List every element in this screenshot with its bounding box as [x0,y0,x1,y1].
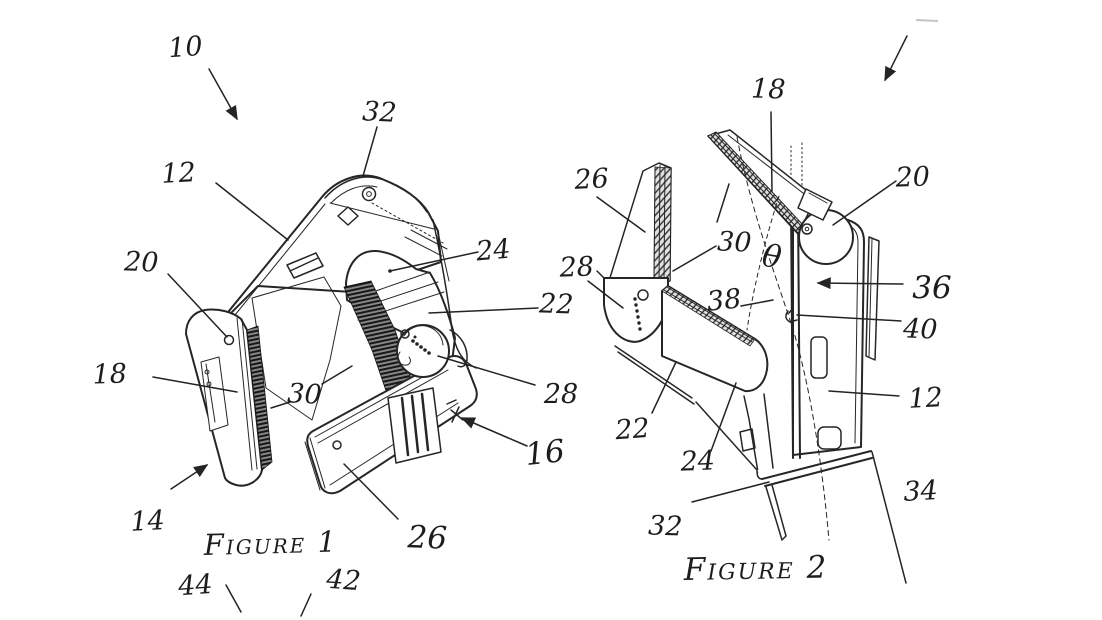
fig2-ref-label-32: 32 [648,510,683,542]
figure-1-drawing [152,68,539,617]
fig1-ref-label-30: 30 [286,378,322,411]
fig1-ref-label-28: 28 [543,379,578,410]
fig2-ref-label-18: 18 [751,73,786,105]
fig2-arm [707,129,817,235]
fig2-arrow-top-right [884,35,908,82]
fig1-ref-label-18: 18 [92,358,127,390]
fig2-centerlines [736,136,830,541]
figure-2-caption: Figure 2 [683,549,829,588]
fig2-blade-26 [608,162,672,282]
fig2-ref-label-28: 28 [558,251,594,283]
scan-speck [915,19,939,22]
fig1-ref-label-16: 16 [523,433,566,473]
fig1-left-finger [185,308,273,487]
fig1-arrow-16 [460,417,528,447]
figure-2-drawing [587,19,939,584]
fig2-blade-22 [614,285,774,471]
fig1-ref-label-20: 20 [123,246,159,278]
fig1-arrow-14 [170,464,209,490]
fig2-foot-bracket [756,450,907,584]
fig1-ref-label-22: 22 [538,288,574,320]
fig2-screw-dots [633,297,642,331]
fig1-ref-label-42: 42 [324,564,361,597]
fig1-leaders [152,68,539,617]
fig2-leaders [587,35,908,503]
fig2-knuckle-20 [797,188,854,265]
fig2-ref-label-30: 30 [717,226,752,258]
fig1-ref-label-26: 26 [406,519,448,556]
fig1-ref-label-32: 32 [361,96,397,129]
fig2-knuckle-28 [596,270,669,343]
figure-1-caption: Figure 1 [202,524,338,562]
fig1-screw-dots [411,335,431,355]
fig2-edge-34 [871,451,907,584]
fig1-top-plate [210,174,448,337]
fig2-arrow-36 [816,277,904,290]
fig1-ref-label-44: 44 [176,569,213,602]
fig2-ref-label-36: 36 [912,270,951,306]
fig2-ref-label-34: 34 [903,475,939,508]
fig1-ref-label-10: 10 [167,31,203,64]
figure-2-labels: 18 26 30 20 36 28 38 40 12 22 24 32 34 θ… [558,73,952,588]
fig1-mount-block [387,329,468,464]
fig2-ref-label-40: 40 [902,313,938,345]
fig2-ref-label-20: 20 [894,161,930,193]
fig2-ref-label-24: 24 [679,445,715,477]
fig2-ref-label-38: 38 [705,283,742,317]
figure-1-labels: 10 32 12 20 24 22 28 18 30 16 14 26 44 4… [92,31,578,602]
fig1-ref-label-14: 14 [130,505,166,538]
fig1-arrow-10 [208,68,238,121]
fig2-ref-label-26: 26 [573,163,610,196]
fig1-ref-label-24: 24 [474,234,512,268]
fig1-mesh-panel [251,276,342,421]
fig2-ref-label-22: 22 [613,413,650,446]
fig1-ref-label-12: 12 [161,157,197,190]
fig2-angle-theta: θ [759,238,784,277]
fig1-left-finger-strip [246,325,273,471]
fig1-knuckle [396,324,450,378]
fig1-clip-piece [286,252,324,279]
fig2-ref-label-12: 12 [908,382,944,415]
